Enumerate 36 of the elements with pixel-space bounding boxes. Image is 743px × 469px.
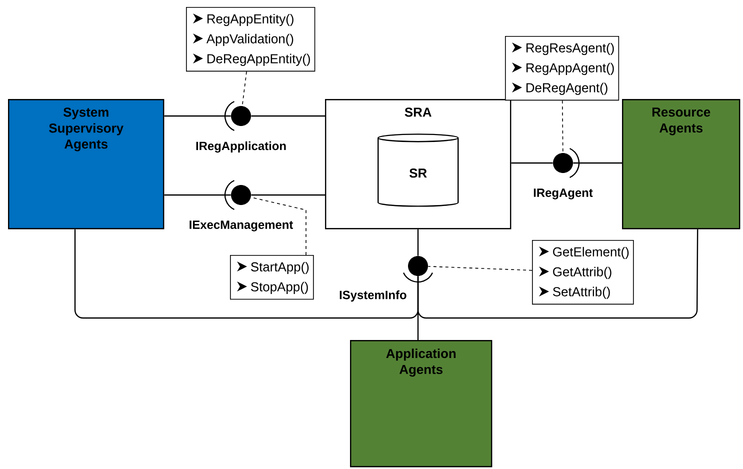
method-name: StopApp() [251, 282, 308, 294]
connector-line [573, 162, 622, 164]
database-cylinder [378, 134, 459, 207]
interface-label: IRegAgent [534, 188, 593, 200]
cylinder-label: SR [409, 168, 427, 178]
method-name: DeRegAppEntity() [207, 54, 310, 66]
leader-line [242, 71, 247, 106]
component-box [350, 340, 492, 468]
connector-line [164, 194, 231, 196]
method-name: SetAttrib() [553, 286, 610, 299]
method-name: RegAppAgent() [526, 62, 614, 75]
connector-line [251, 115, 325, 117]
method-name: RegAppEntity() [207, 14, 294, 26]
method-name: StartApp() [251, 262, 309, 274]
leader-line [428, 266, 532, 271]
interface-label: IRegApplication [196, 141, 286, 153]
interface-label: ISystemInfo [340, 290, 406, 302]
box-title: SRA [404, 108, 432, 117]
component-box [622, 99, 740, 230]
method-name: RegResAgent() [526, 42, 614, 56]
connector-line [251, 194, 325, 196]
box-title: Application Agents [386, 348, 456, 377]
connector-line [417, 229, 698, 319]
box-title: System Supervisory Agents [49, 108, 124, 152]
method-name: DeRegAgent() [526, 82, 608, 95]
method-name: GetElement() [553, 246, 629, 260]
method-name: AppValidation() [206, 34, 294, 46]
method-name: GetAttrib() [553, 266, 612, 279]
leader-line [562, 100, 564, 154]
connector-line [511, 162, 553, 164]
box-title: Resource Agents [652, 108, 710, 136]
component-box [8, 99, 164, 230]
interface-label: IExecManagement [190, 220, 293, 232]
connector-line [164, 115, 231, 117]
leader-line [250, 196, 306, 256]
connector-line [417, 229, 419, 256]
